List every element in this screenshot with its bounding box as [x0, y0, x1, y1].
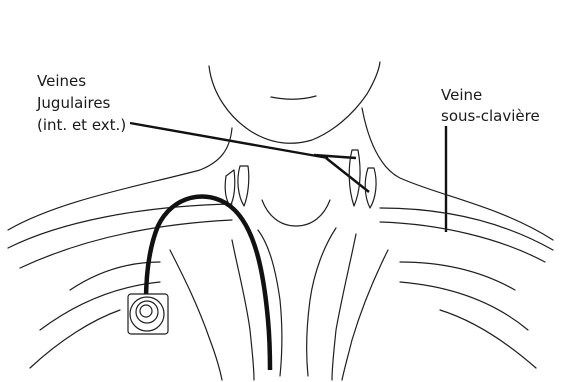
jugular-veins-label: Veines Jugulaires (int. et ext.) — [36, 72, 126, 134]
jugular-label-line-1: Veines — [37, 72, 86, 90]
right-rib-2 — [400, 282, 528, 330]
subclavian-vein-label: Veine sous-clavière — [441, 86, 540, 125]
left-clavicle-lower — [20, 220, 232, 268]
right-clavicle-upper — [380, 208, 553, 250]
implantable-port-icon — [128, 294, 168, 334]
chin-outline — [209, 62, 380, 143]
mouth-line — [271, 96, 316, 99]
sternum-right — [307, 228, 336, 376]
external-jugular-vein — [365, 168, 376, 208]
right-rib-1 — [400, 262, 515, 290]
left-rib-3 — [30, 310, 120, 368]
right-clavicle-lower — [380, 222, 545, 262]
jugular-label-line-3: (int. et ext.) — [37, 116, 126, 134]
jugular-external-leader — [326, 158, 369, 192]
right-chest-inner — [332, 234, 356, 380]
subclavian-label-line-1: Veine — [441, 86, 482, 104]
left-clavicle-upper — [8, 204, 232, 248]
left-chest-inner — [232, 240, 254, 380]
neck-right — [362, 108, 553, 240]
sternal-notch — [262, 200, 330, 226]
jugular-label-line-2: Jugulaires — [36, 94, 111, 112]
left-axilla — [170, 250, 222, 380]
jugular-leader-line — [130, 123, 328, 158]
port-septum — [140, 305, 152, 317]
jugular-contour-left-2 — [238, 166, 249, 206]
jugular-contour-left — [225, 170, 235, 206]
subclavian-label-line-2: sous-clavière — [441, 107, 540, 125]
right-rib-3 — [440, 310, 536, 368]
